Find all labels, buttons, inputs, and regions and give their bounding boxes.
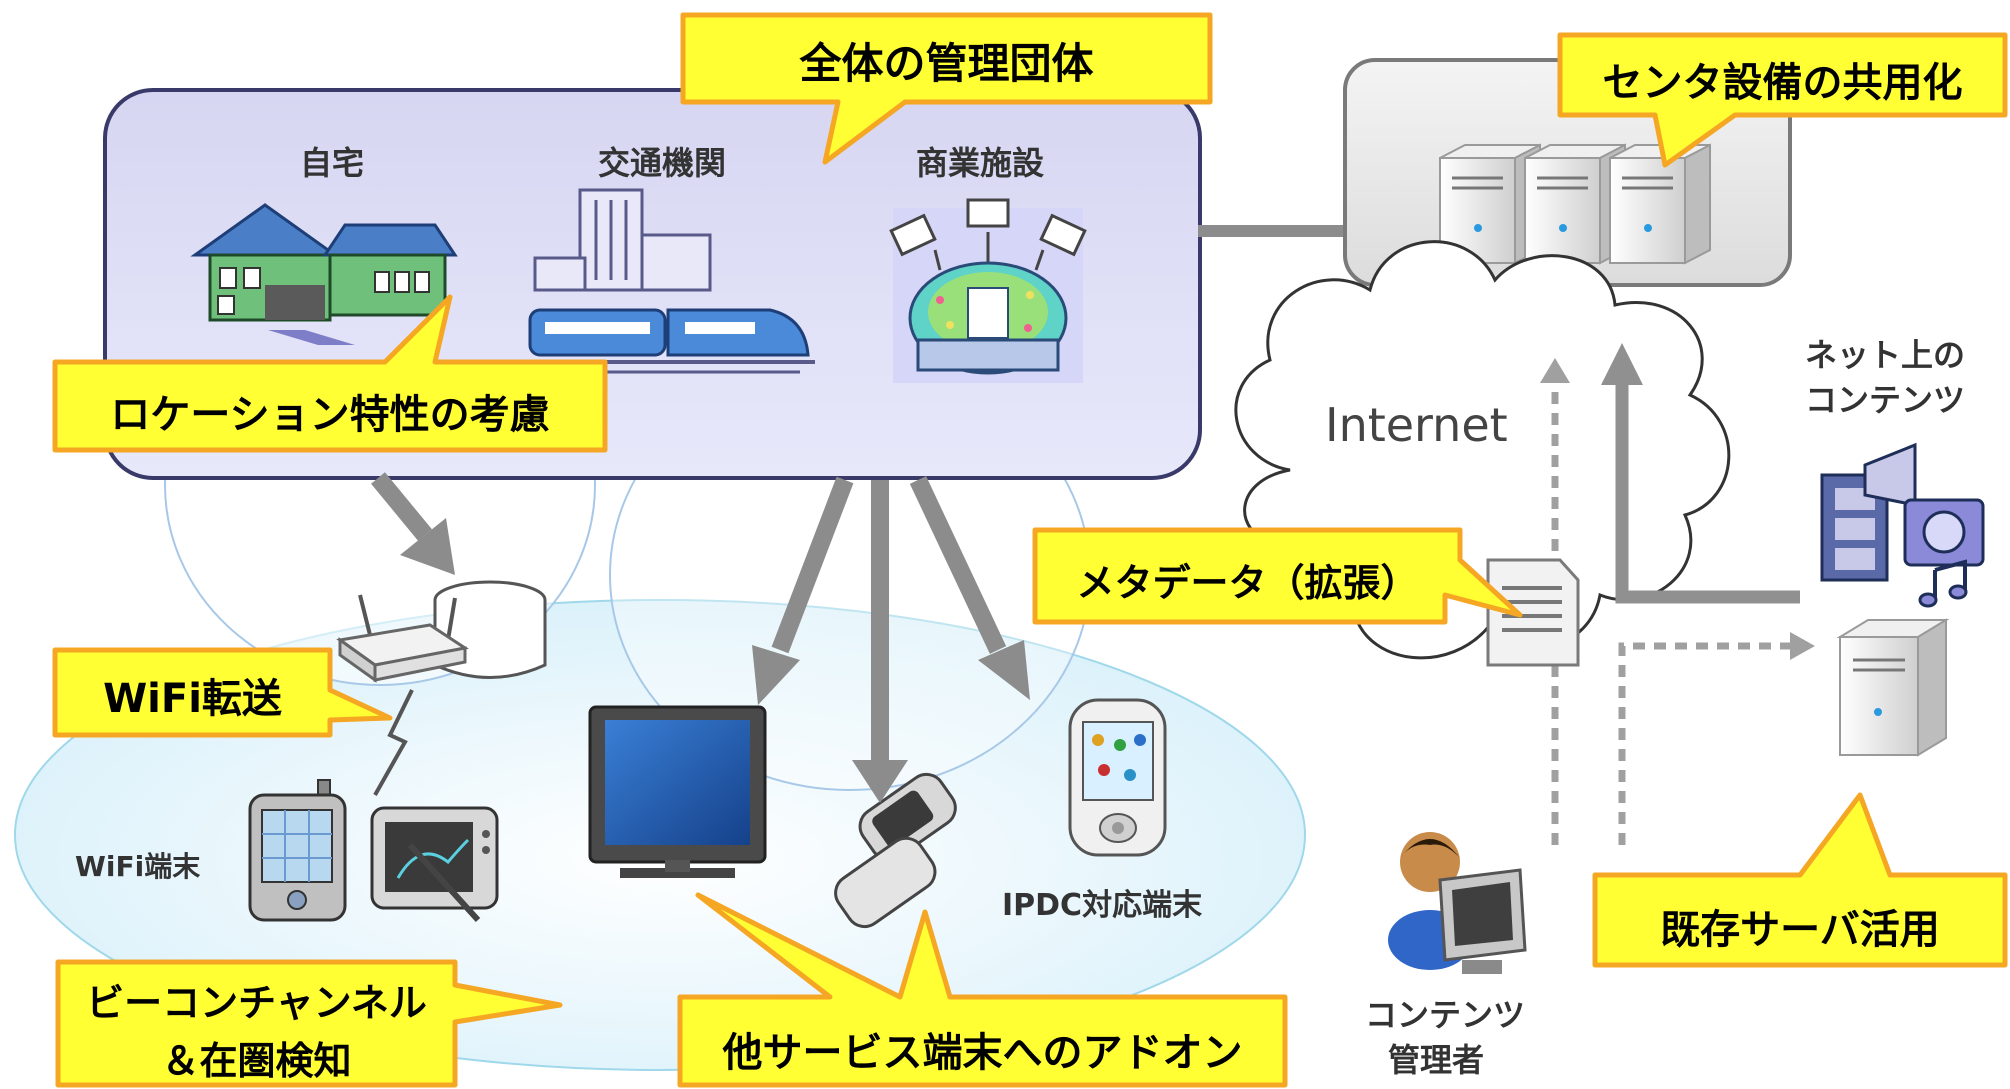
distribution-arrow (909, 476, 1030, 700)
center-callout-shape (1557, 32, 2008, 168)
wifi-transfer-callout-shape (52, 647, 393, 738)
addon-callout: 他サービス端末へのアドオン (722, 1030, 1243, 1076)
flip-phone-icon (834, 772, 957, 929)
existing-server-callout-shape (1592, 792, 2008, 968)
house-icon (190, 203, 458, 345)
content-manager-label-line2: 管理者 (1388, 1041, 1485, 1079)
management-callout: 全体の管理団体 (799, 39, 1094, 88)
stadium-icon (889, 198, 1087, 383)
content-flow-arrow (1615, 380, 1800, 604)
internet-label: Internet (1325, 398, 1508, 452)
beacon-callout-line1: ビーコンチャンネル (86, 981, 427, 1025)
beacon-callout-line2: ＆在圏検知 (161, 1039, 352, 1083)
connector-line (1198, 225, 1346, 237)
venue-label-transit: 交通機関 (598, 144, 727, 182)
addon-callout-shape (677, 892, 1288, 1088)
dashed-arrow-head-right (1790, 632, 1815, 660)
metadata-callout-shape (1032, 527, 1523, 625)
management-callout-shape (680, 12, 1213, 165)
ipdc-device-label: IPDC対応端末 (1002, 888, 1203, 923)
existing-server-dashed-line (1618, 642, 1793, 845)
media-contents-icon (1820, 442, 1985, 608)
tablet-icon (370, 806, 499, 923)
wifi-router-icon (336, 580, 547, 683)
content-manager-label-line1: コンテンツ (1365, 996, 1526, 1034)
metadata-document-icon (1486, 558, 1580, 667)
train-icon (520, 188, 815, 374)
existing-server-callout: 既存サーバ活用 (1660, 907, 1940, 953)
net-contents-label-line2: コンテンツ (1805, 381, 1966, 419)
tv-icon (588, 705, 767, 878)
distribution-arrow (371, 472, 455, 575)
location-callout: ロケーション特性の考慮 (110, 392, 550, 438)
wifi-device-label: WiFi端末 (75, 850, 201, 883)
pda-icon (248, 779, 347, 922)
beacon-callout-shape (55, 959, 563, 1088)
net-contents-label-line1: ネット上の (1805, 336, 1966, 374)
distribution-arrow (852, 480, 908, 803)
distribution-arrow (752, 476, 854, 705)
content-manager-icon (1388, 832, 1527, 974)
venue-label-home: 自宅 (300, 144, 365, 182)
smartphone-icon (1068, 698, 1167, 857)
center-callout: センタ設備の共用化 (1602, 60, 1963, 106)
content-flow-arrow-head (1601, 343, 1643, 385)
location-callout-shape (52, 294, 608, 453)
venue-label-commercial: 商業施設 (916, 144, 1045, 182)
metadata-callout: メタデータ（拡張） (1076, 561, 1419, 605)
existing-server-icon (1836, 618, 1950, 757)
wifi-signal-icon (373, 689, 414, 796)
dashed-arrow-head (1540, 358, 1570, 383)
wifi-transfer-callout: WiFi転送 (103, 676, 282, 722)
server-icon (1609, 143, 1711, 265)
